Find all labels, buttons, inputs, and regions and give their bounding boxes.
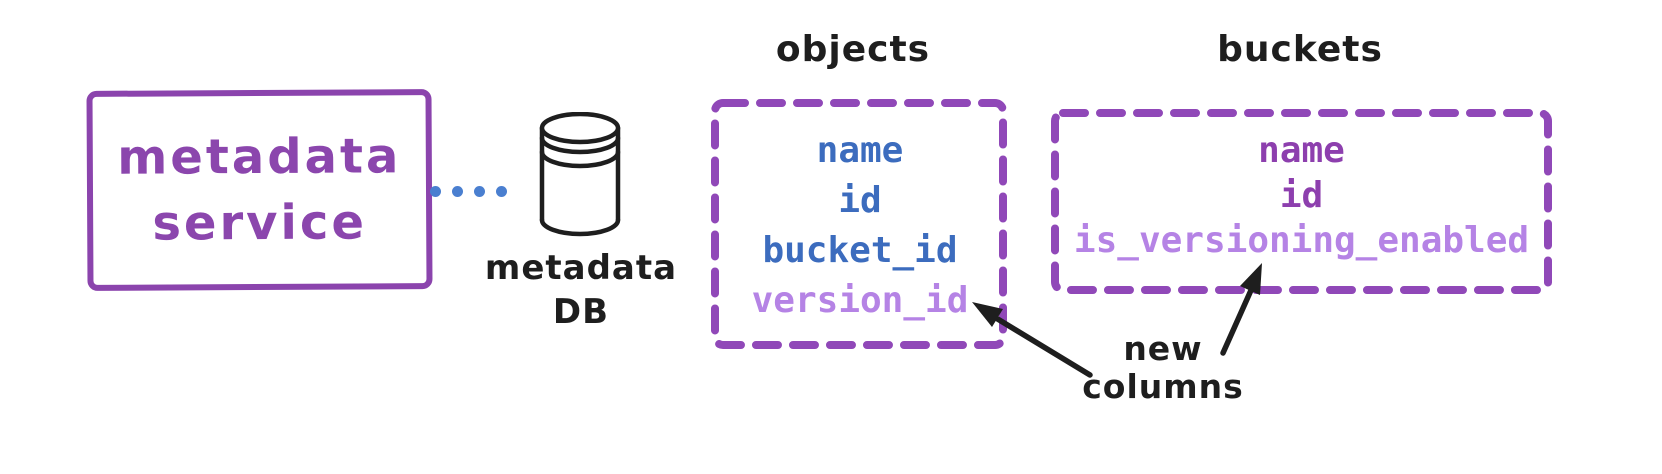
column-version-id: version_id <box>751 280 969 321</box>
objects-table-title: objects <box>775 29 931 70</box>
connector-dot <box>474 186 485 197</box>
connector-dot <box>496 186 507 197</box>
column-name: name <box>816 130 904 171</box>
metadata-db-label: metadata DB <box>481 246 681 334</box>
metadata-service-box: metadata service <box>86 89 433 291</box>
metadata-db-label-line1: metadata <box>484 248 678 288</box>
new-columns-line1: new <box>1123 329 1203 368</box>
buckets-table-title: buckets <box>1217 29 1383 70</box>
buckets-columns: name id is_versioning_enabled <box>1061 128 1542 263</box>
new-columns-line2: columns <box>1082 367 1244 406</box>
metadata-service-label-line2: service <box>152 194 368 252</box>
metadata-service-label-line1: metadata <box>117 128 402 186</box>
objects-table-border <box>711 99 1007 349</box>
objects-columns: name id bucket_id version_id <box>721 126 999 326</box>
column-name: name <box>1258 130 1345 171</box>
metadata-db-label-line2: DB <box>552 292 610 332</box>
arrow-to-version-id-icon <box>972 302 1093 378</box>
column-id: id <box>1279 175 1324 216</box>
column-bucket-id: bucket_id <box>762 230 958 271</box>
connector-dot <box>430 186 441 197</box>
column-id: id <box>838 180 882 221</box>
database-cylinder-icon <box>539 112 621 237</box>
connector-dot <box>452 186 463 197</box>
arrow-to-is-versioning-enabled-icon <box>1220 263 1262 356</box>
column-is-versioning-enabled: is_versioning_enabled <box>1073 220 1530 261</box>
dotted-connector <box>430 186 507 197</box>
buckets-table-border <box>1051 109 1552 294</box>
new-columns-annotation: new columns <box>1063 330 1263 406</box>
